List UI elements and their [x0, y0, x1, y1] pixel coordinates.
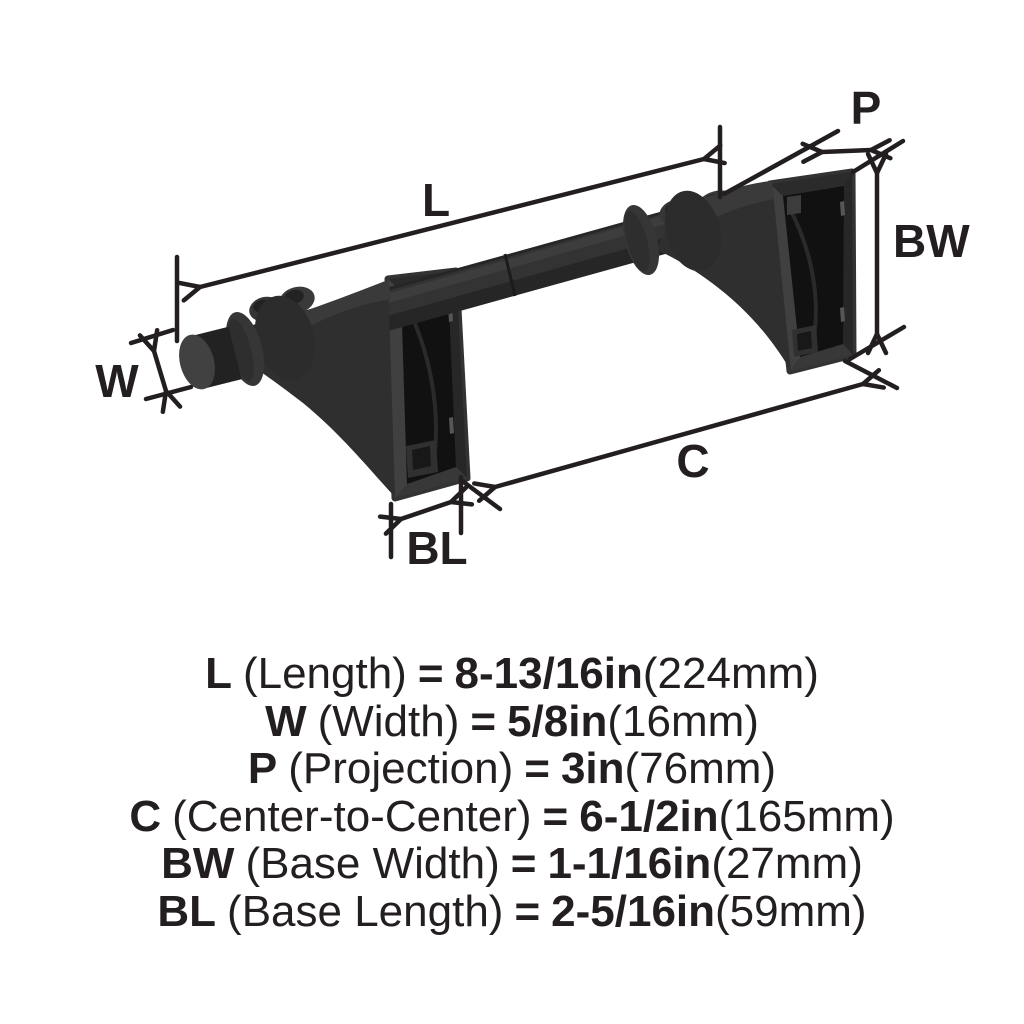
- base-clip-bottom-inner: [412, 446, 431, 470]
- base-bevel-left: [388, 279, 407, 498]
- legend-equals: =: [510, 839, 537, 888]
- base-clip-mark: [840, 307, 845, 322]
- base-bevel-right: [843, 172, 853, 355]
- dimension-labels: L P BW W C BL: [95, 82, 970, 574]
- legend-equals: =: [514, 886, 541, 936]
- legend-value-mm: (16mm): [607, 696, 759, 746]
- dimension-arrow: [137, 327, 183, 415]
- legend-row-center-to-center: C (Center-to-Center) = 6-1/2in (165mm): [0, 791, 1024, 841]
- label-C: C: [676, 435, 709, 487]
- label-P: P: [851, 82, 882, 134]
- base-bevel-left: [770, 184, 800, 371]
- legend-symbol: W: [265, 696, 307, 746]
- dimension-arrow: [377, 485, 475, 536]
- dimension-arrow: [800, 137, 893, 165]
- dimension-legend: L (Length) = 8-13/16in (224mm) W (Width)…: [0, 650, 1024, 935]
- extension-line: [143, 384, 194, 402]
- legend-value-inches: 1-1/16in: [547, 839, 712, 888]
- extension-line: [842, 358, 900, 391]
- legend-row-base-width: BW (Base Width) = 1-1/16in (27mm): [0, 840, 1024, 888]
- legend-symbol: BL: [157, 886, 217, 936]
- spindle-cap-face: [179, 334, 215, 390]
- legend-name: (Width): [317, 696, 460, 746]
- dimension-C: [458, 358, 900, 512]
- legend-value-mm: (224mm): [642, 649, 819, 698]
- legend-value-mm: (27mm): [711, 839, 863, 888]
- base-bevel-bottom: [790, 344, 853, 371]
- extension-line: [458, 477, 503, 512]
- legend-equals: =: [417, 649, 444, 698]
- base-clip-top: [787, 195, 801, 215]
- legend-value-inches: 2-5/16in: [551, 886, 716, 936]
- dimension-L: [174, 124, 727, 344]
- dimension-arrow: [177, 143, 727, 303]
- legend-value-mm: (59mm): [715, 886, 867, 936]
- legend-name: (Base Length): [227, 886, 504, 936]
- label-W: W: [95, 355, 139, 407]
- legend-equals: =: [542, 791, 569, 841]
- legend-symbol: BW: [161, 839, 235, 888]
- legend-value-inches: 3in: [560, 744, 625, 793]
- legend-value-inches: 8-13/16in: [454, 649, 643, 698]
- legend-equals: =: [524, 744, 550, 793]
- dimension-arrow: [472, 367, 886, 504]
- bar-flange-face: [228, 318, 254, 382]
- extension-line: [128, 327, 176, 346]
- base-interior: [401, 284, 456, 484]
- dimension-W: [128, 327, 194, 415]
- legend-equals: =: [470, 696, 497, 746]
- legend-symbol: P: [247, 744, 278, 793]
- legend-name: (Center-to-Center): [172, 791, 532, 841]
- legend-name: (Projection): [288, 744, 514, 793]
- base-bevel-top: [770, 172, 852, 196]
- legend-name: (Base Width): [245, 839, 500, 888]
- legend-name: (Length): [242, 649, 407, 698]
- left-post: [179, 280, 395, 497]
- label-BW: BW: [893, 215, 970, 267]
- label-BL: BL: [406, 522, 467, 574]
- legend-value-mm: (165mm): [718, 791, 895, 841]
- legend-row-projection: P (Projection) = 3in (76mm): [0, 745, 1024, 793]
- legend-row-length: L (Length) = 8-13/16in (224mm): [0, 650, 1024, 698]
- base-bevel-right: [448, 271, 467, 478]
- extension-line: [850, 138, 906, 175]
- base-clip-bottom-inner: [797, 331, 812, 351]
- legend-row-base-length: BL (Base Length) = 2-5/16in (59mm): [0, 886, 1024, 936]
- dimension-BL: [377, 474, 475, 560]
- dimension-annotations: [128, 124, 907, 560]
- legend-symbol: C: [129, 791, 162, 841]
- legend-value-mm: (76mm): [624, 744, 777, 793]
- legend-value-inches: 6-1/2in: [579, 791, 719, 841]
- dimension-BW: [847, 151, 907, 362]
- legend-row-width: W (Width) = 5/8in (16mm): [0, 696, 1024, 746]
- legend-value-inches: 5/8in: [507, 696, 608, 746]
- bar-clamp: [254, 295, 316, 381]
- right-post: [622, 181, 791, 371]
- label-L: L: [422, 174, 450, 226]
- base-clip-mark: [449, 417, 454, 434]
- legend-symbol: L: [205, 649, 232, 698]
- base-clip-mark: [840, 201, 845, 216]
- product-render: [179, 168, 857, 502]
